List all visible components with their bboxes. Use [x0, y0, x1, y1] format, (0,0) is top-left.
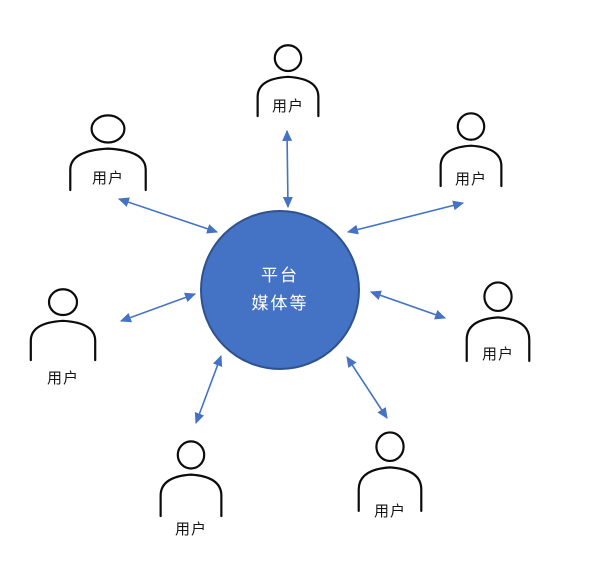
arrow-hub-user-bottom-right: [346, 356, 388, 419]
arrow-hub-user-right: [369, 290, 447, 320]
user-label: 用户: [46, 370, 79, 387]
hub-label-line2: 媒体等: [251, 294, 309, 313]
user-node-upper-left: 用户: [67, 114, 149, 192]
user-node-bottom-left: 用户: [158, 440, 224, 538]
arrow-hub-user-upper-right: [346, 200, 465, 235]
person-icon: [28, 288, 98, 362]
user-node-right: 用户: [464, 281, 532, 363]
user-label: 用户: [481, 346, 514, 363]
person-icon: [464, 281, 532, 363]
user-node-top: 用户: [255, 44, 321, 118]
arrow-hub-user-left: [119, 292, 197, 323]
person-icon: [255, 44, 321, 118]
person-icon: [356, 431, 424, 513]
person-icon: [158, 440, 224, 518]
arrow-hub-user-bottom-left: [194, 354, 223, 425]
person-icon: [67, 114, 149, 192]
arrow-hub-user-top: [282, 129, 293, 209]
user-node-bottom-right: 用户: [356, 431, 424, 520]
arrow-hub-user-upper-left: [117, 197, 219, 234]
user-label: 用户: [373, 503, 406, 520]
user-label: 用户: [91, 170, 124, 187]
hub-circle: 平台 媒体等: [200, 210, 360, 370]
user-node-left: 用户: [28, 288, 98, 387]
person-icon: [438, 112, 504, 188]
user-node-upper-right: 用户: [438, 112, 504, 188]
user-label: 用户: [174, 521, 207, 538]
user-label: 用户: [454, 171, 487, 188]
hub-label-line1: 平台: [261, 266, 299, 285]
user-label: 用户: [271, 98, 304, 115]
